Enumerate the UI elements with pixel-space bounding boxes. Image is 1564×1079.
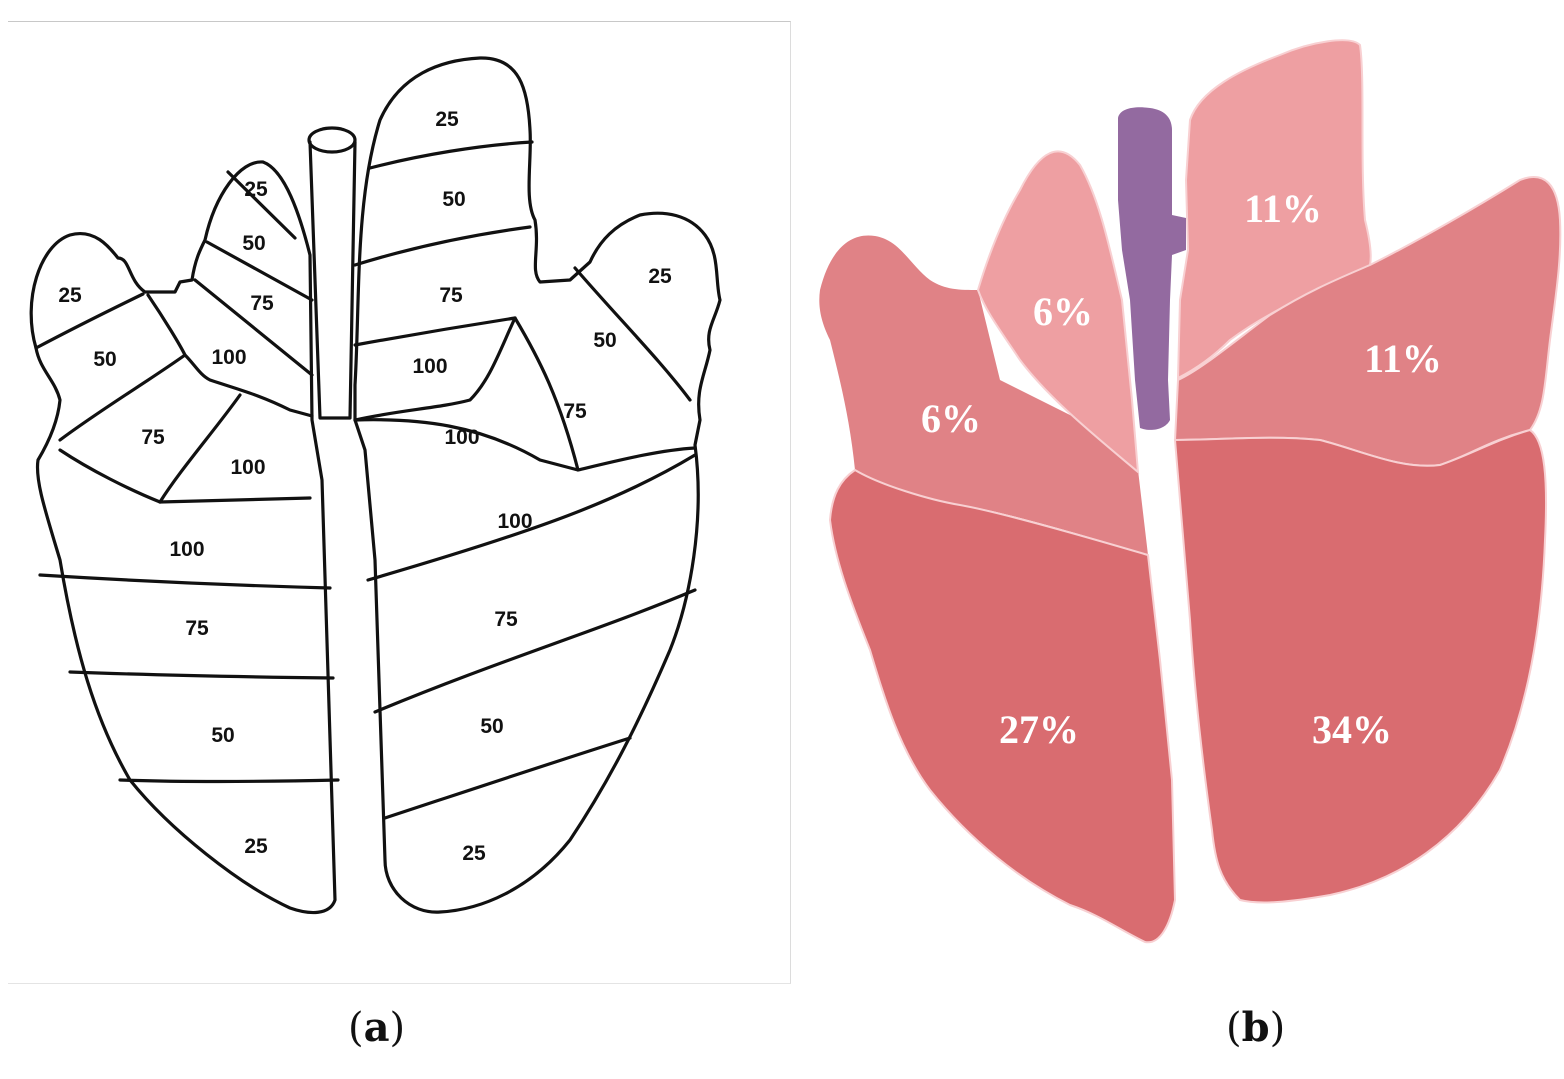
zone-label-l-mid-75: 75	[250, 292, 274, 315]
zone-label-r-mid-25: 25	[648, 265, 672, 288]
lobe-percent-left-cranial: 6%	[1033, 289, 1093, 334]
right-lung-outline	[353, 56, 722, 914]
zone-label-r-cran-50: 50	[442, 188, 465, 211]
panel-b-labels: 6% 6% 11% 11% 27% 34%	[921, 186, 1442, 752]
lobe-right-cranial	[1176, 39, 1372, 380]
zone-label-r-mid-75: 75	[563, 400, 587, 423]
zone-label-r-cran-100: 100	[412, 355, 447, 378]
zone-label-l-cau-50: 50	[211, 724, 234, 747]
zone-label-l-cau-75: 75	[185, 617, 209, 640]
lobe-percent-right-middle: 11%	[1364, 336, 1442, 381]
zone-label-l-cau-25: 25	[244, 835, 268, 858]
panel-a-labels: 25 50 75 25 50 75 100 100 100 75 50 25 25 50 75 100 100 2…	[58, 108, 672, 865]
lobe-left-caudal	[828, 468, 1177, 944]
panel-a-diagram	[29, 56, 722, 915]
lobe-right-caudal	[1173, 428, 1548, 904]
zone-label-l-cran-50: 50	[93, 348, 116, 371]
lobe-left-middle	[819, 235, 1148, 556]
zone-label-l-cran-25: 25	[58, 284, 82, 307]
lobe-percent-right-caudal: 34%	[1312, 707, 1392, 752]
zone-label-r-cau-50: 50	[480, 715, 503, 738]
divider	[34, 292, 145, 350]
panel-b-diagram	[819, 39, 1562, 944]
lobe-percent-right-cranial: 11%	[1244, 186, 1322, 231]
left-lung-outline	[29, 160, 337, 915]
lobe-percent-left-caudal: 27%	[999, 707, 1079, 752]
zone-label-l-acc-100: 100	[230, 456, 265, 479]
zone-label-r-mid-50: 50	[593, 329, 616, 352]
zone-label-r-cau-75: 75	[494, 608, 518, 631]
zone-label-r-cran-75: 75	[439, 284, 463, 307]
zone-label-l-mid-25: 25	[244, 178, 268, 201]
caption-panel-b: (b)	[1226, 1004, 1286, 1051]
zone-label-l-mid-50: 50	[242, 232, 265, 255]
zone-label-r-cau-100: 100	[497, 510, 532, 533]
caption-letter-a: a	[363, 1004, 390, 1051]
zone-label-r-cran-25: 25	[435, 108, 459, 131]
zone-label-l-mid-100: 100	[211, 346, 246, 369]
lobe-left-cranial	[976, 150, 1140, 475]
caption-letter-b: b	[1241, 1004, 1270, 1051]
zone-label-r-cau-25: 25	[462, 842, 486, 865]
zone-label-l-cau-100: 100	[169, 538, 204, 561]
zone-label-r-mid-100: 100	[444, 426, 479, 449]
lobe-percent-left-middle: 6%	[921, 396, 981, 441]
panel-a-frame	[8, 21, 791, 984]
trachea-outline	[307, 126, 357, 420]
caption-panel-a: (a)	[348, 1004, 406, 1051]
trachea	[1118, 107, 1186, 430]
zone-label-l-cran-75: 75	[141, 426, 165, 449]
